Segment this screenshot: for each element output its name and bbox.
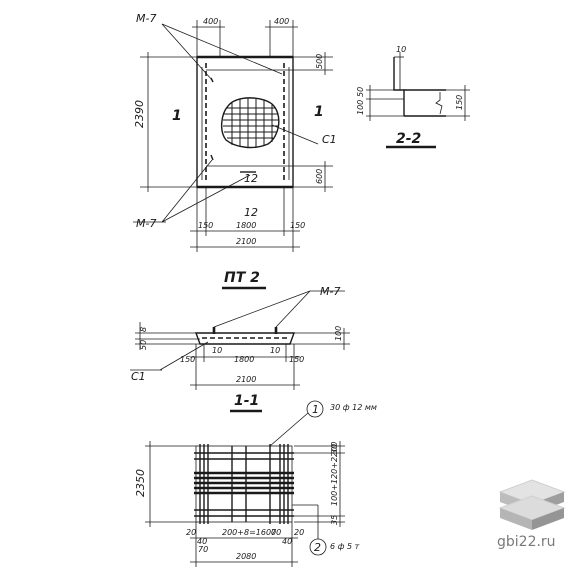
dim-150-left: 150 [198,221,213,230]
dim-mesh-b20r: 20 [294,528,304,537]
dim-mesh-2350: 2350 [134,469,147,497]
leader-c1 [271,124,319,145]
dim-elev-10a: 10 [212,346,222,355]
dim-elev-1800: 1800 [234,355,254,364]
watermark-text: gbi22.ru [497,534,556,550]
leader-m7-top-a [161,23,213,81]
dim-mesh-b20: 20 [186,528,196,537]
dim-s22-150: 150 [455,95,464,110]
dim-elev-8: 8 [139,327,148,332]
label-12: 12 [244,172,258,185]
dim-mesh-r-mid: 100+120+2200 [330,442,339,506]
label-m7-bottom: М-7 [136,217,156,230]
elevation-labels: М-7 С1 8 50 100 10 10 150 1800 150 2100 [131,285,343,384]
section-22-title: 2-2 [396,131,421,147]
title-section-1-1: 1-1 [234,393,259,409]
dim-elev-150-right: 150 [289,355,304,364]
stacked-slabs-logo [498,479,566,530]
dim-s22-100: 100 [356,100,365,115]
leader-m7-bot-a [161,159,213,223]
plan-view [133,20,333,252]
label-section-1-left: 1 [172,108,182,124]
section-2-2-labels: 10 50 100 150 2-2 [356,45,464,147]
dim-400-right: 400 [274,17,289,26]
label-section-1-right: 1 [314,104,324,120]
dim-mesh-b40r: 40 [282,537,292,546]
title-1-1: 1-1 [230,393,262,413]
callout-2-number: 2 [314,541,321,554]
leader-m7-top-b [161,23,283,75]
dim-mesh-r30: 30 [330,444,339,454]
dim-mesh-b40: 40 [197,537,207,546]
label-elev-c1: С1 [131,370,146,383]
leader-elev-c1 [159,341,209,371]
mesh-horizontal-bars [194,452,294,517]
plan-labels: М-7 400 400 2390 500 600 1 1 С1 12 М-7 1… [133,12,337,246]
callout-1-circle [306,400,324,418]
title-pt2: ПТ 2 [222,270,266,290]
dim-2100: 2100 [236,237,256,246]
dim-mesh-b70: 70 [198,545,208,554]
callout-1-text: 30 ф 12 мм [330,403,377,412]
leader-elev-m7-b [275,290,311,328]
dim-elev-50: 50 [139,340,148,350]
dim-s22-10: 10 [396,45,406,54]
dim-elev-100: 100 [334,326,343,341]
plan-mesh-hatch [223,98,279,148]
dim-150-right: 150 [290,221,305,230]
title-pt-2: ПТ 2 [224,270,260,286]
dim-600: 600 [315,169,324,184]
dim-elev-2100: 2100 [236,375,256,384]
callout-2-text: 6 ф 5 т [330,542,360,551]
dim-400-left: 400 [203,17,218,26]
dim-elev-10b: 10 [270,346,280,355]
section-2-2 [366,52,470,149]
dim-mesh-r35: 35 [330,515,339,525]
label-m7-top: М-7 [136,12,156,25]
dim-1800: 1800 [236,221,256,230]
label-elev-m7: М-7 [320,285,340,298]
plan-opening [221,97,280,149]
dim-500: 500 [315,54,324,69]
label-c1: С1 [322,133,337,146]
dim-s22-50: 50 [356,87,365,97]
dim-mesh-b-mid: 200+8=1600 [222,528,276,537]
dim-2390: 2390 [133,100,146,128]
leader-elev-m7-a [213,290,311,328]
elevation-view [130,290,350,390]
dim-elev-150-left: 150 [180,355,195,364]
mesh-vertical-bars [199,444,289,524]
dim-mesh-b70r: 70 [271,528,281,537]
mesh-labels: 1 30 ф 12 мм 2 6 ф 5 т 2350 30 100+120+2… [134,403,377,561]
mesh-view [145,400,345,567]
label-12-below: 12 [244,206,258,219]
dim-mesh-2080: 2080 [236,552,256,561]
callout-1-number: 1 [312,403,319,416]
